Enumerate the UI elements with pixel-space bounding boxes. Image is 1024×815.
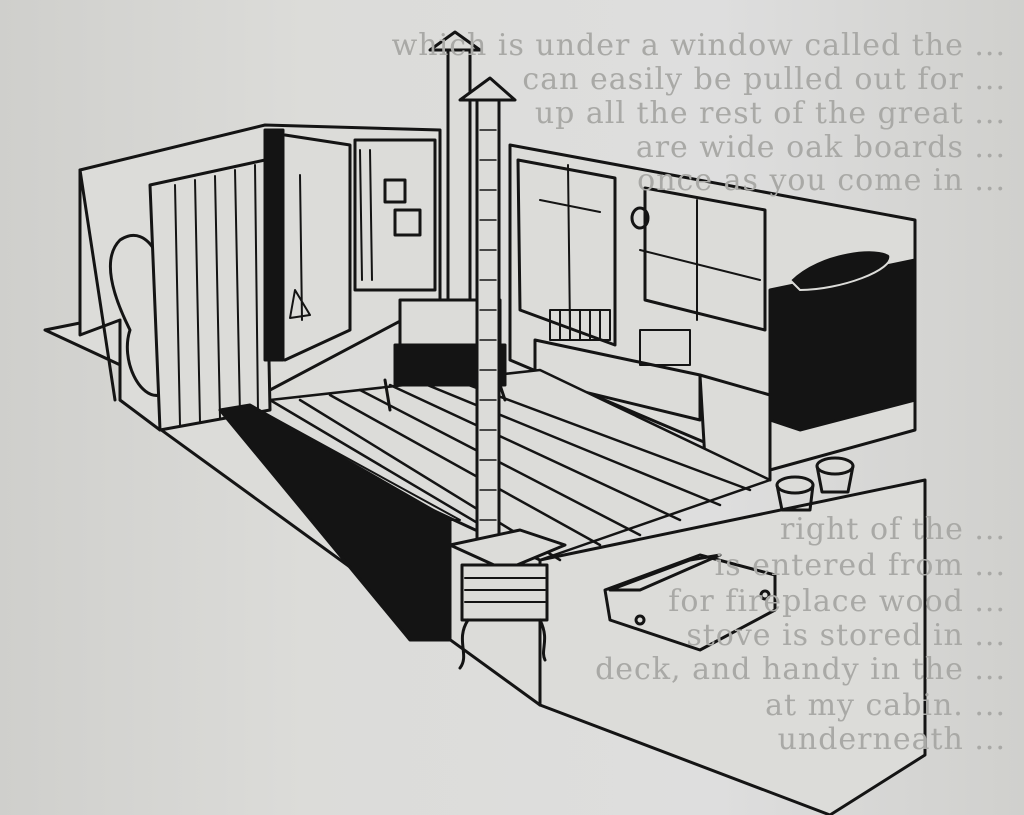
doorway <box>283 133 352 362</box>
fireplace-stove <box>383 30 507 412</box>
stove-pipe <box>475 98 501 552</box>
window <box>516 158 617 347</box>
lamp-icon <box>630 206 650 230</box>
bench <box>533 338 702 422</box>
window <box>643 186 767 332</box>
chest <box>603 553 777 652</box>
cabinet <box>768 258 917 432</box>
bucket-icon <box>815 456 855 476</box>
left-wall <box>78 123 442 432</box>
bunk <box>218 403 461 642</box>
broom-icon <box>289 174 311 321</box>
bucket-icon <box>775 475 815 495</box>
curtain <box>148 158 272 432</box>
violin-case-icon <box>789 249 892 291</box>
stove <box>448 76 567 670</box>
